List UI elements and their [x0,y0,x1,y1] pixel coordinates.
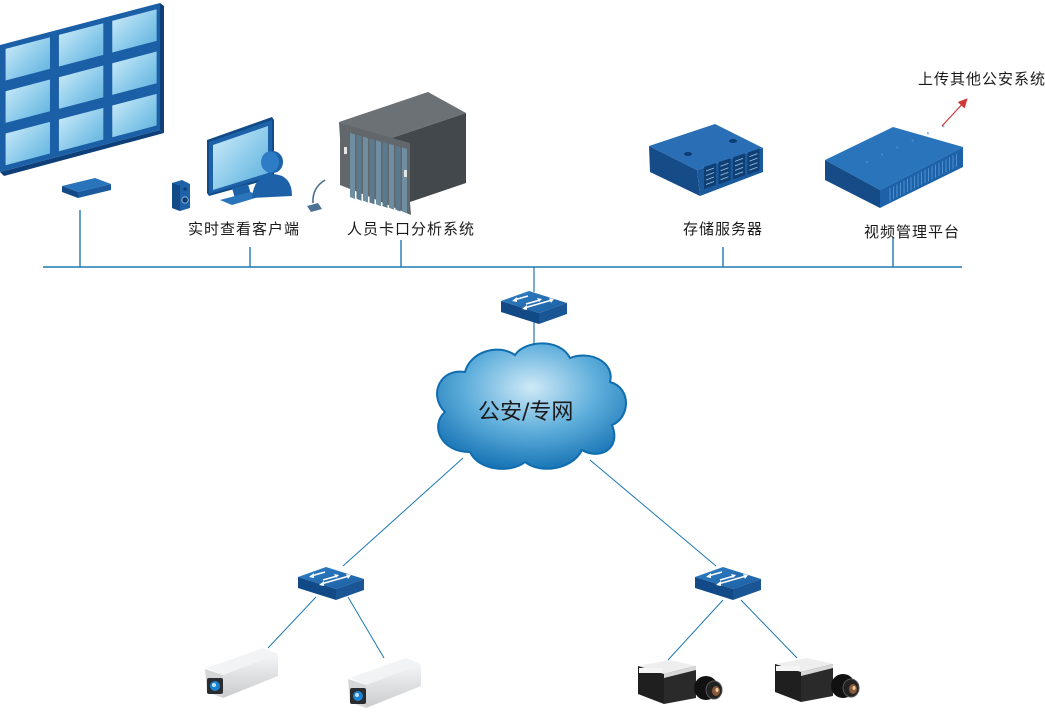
core-switch [500,290,568,325]
video-wall-screen [5,37,50,81]
storage-server-label: 存储服务器 [683,220,764,238]
monitor-icon [207,117,274,205]
video-wall-screen [5,79,50,123]
right-access-switch [694,566,762,601]
video-wall-screen [112,51,157,95]
video-wall-screen [112,93,157,138]
video-management-platform-server: · · · · · · [825,118,963,208]
link-cloud-left-switch [342,457,464,567]
storage-server [649,124,763,196]
video-wall-screen [58,107,104,152]
box-camera-1 [637,659,723,705]
link-left-switch-cam2 [347,596,385,659]
video-wall-screen [58,23,104,67]
user-icon [252,151,292,198]
video-wall [0,3,164,176]
bullet-camera-2 [348,658,421,708]
network-cloud-label: 公安/专网 [478,400,574,425]
left-access-switch [297,566,365,601]
upload-arrow-icon [941,98,968,127]
link-left-switch-cam1 [267,596,317,649]
analysis-system-label: 人员卡口分析系统 [347,220,476,238]
video-wall-screen [58,65,104,109]
platform-label: 视频管理平台 [864,223,961,241]
client-workstation [172,117,326,212]
link-right-switch-cam4 [740,599,798,659]
video-wall-screen [5,121,50,166]
analysis-server-rack [339,92,466,215]
bullet-camera-1 [205,648,278,698]
rack-slots [350,133,407,214]
link-right-switch-cam3 [667,599,724,661]
links [43,210,962,661]
video-wall-screen [112,9,157,53]
box-camera-2 [774,657,860,703]
decoder-device [62,178,111,198]
network-cloud [436,342,627,470]
client-label: 实时查看客户端 [188,220,301,238]
link-cloud-right-switch [589,459,717,567]
upload-target-label: 上传其他公安系统 [918,70,1045,88]
speaker-icon [172,180,190,211]
microphone-icon [307,179,326,212]
